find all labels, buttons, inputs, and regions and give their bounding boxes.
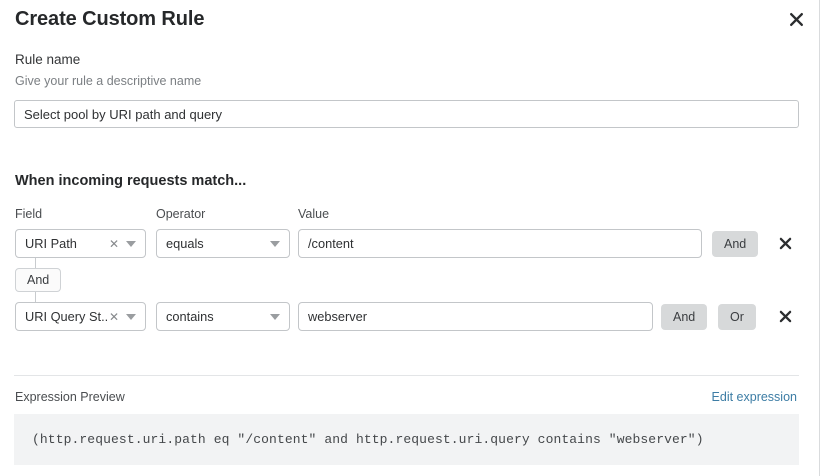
rule-name-label: Rule name [15, 52, 81, 67]
operator-select-1[interactable]: equals [156, 229, 290, 258]
delete-condition-button-1[interactable] [772, 230, 798, 256]
rule-name-input[interactable] [14, 100, 799, 128]
rule-name-help-text: Give your rule a descriptive name [15, 74, 202, 88]
section-divider [14, 375, 799, 376]
operator-select-2[interactable]: contains [156, 302, 290, 331]
close-modal-button[interactable] [783, 6, 809, 32]
connector-and-toggle[interactable]: And [15, 268, 62, 292]
field-select-2-value: URI Query St... [25, 309, 109, 324]
chevron-down-icon [126, 240, 136, 247]
connector-line-bottom [35, 292, 36, 302]
connector-line-top [35, 258, 36, 268]
column-header-field: Field [15, 207, 43, 221]
add-and-condition-button-1[interactable]: And [712, 231, 759, 257]
expression-preview-text: (http.request.uri.path eq "/content" and… [32, 432, 704, 447]
chevron-down-icon [126, 313, 136, 320]
field-select-1[interactable]: URI Path ✕ [15, 229, 146, 258]
edit-expression-link[interactable]: Edit expression [711, 390, 797, 404]
chevron-down-icon [270, 240, 280, 247]
expression-preview-box: (http.request.uri.path eq "/content" and… [14, 414, 799, 465]
chevron-down-icon [270, 313, 280, 320]
clear-icon[interactable]: ✕ [108, 309, 119, 324]
close-icon [779, 237, 791, 249]
value-input-1[interactable] [298, 229, 702, 258]
column-header-value: Value [298, 207, 330, 221]
close-icon [789, 12, 803, 26]
field-select-2[interactable]: URI Query St... ✕ [15, 302, 146, 331]
operator-select-2-value: contains [166, 309, 214, 324]
page-title: Create Custom Rule [15, 8, 205, 30]
clear-icon[interactable]: ✕ [108, 236, 119, 251]
add-or-condition-button-2[interactable]: Or [718, 304, 756, 330]
add-and-condition-button-2[interactable]: And [661, 304, 708, 330]
condition-connector: And [15, 258, 105, 302]
delete-condition-button-2[interactable] [772, 303, 798, 329]
value-input-2[interactable] [298, 302, 653, 331]
field-select-1-value: URI Path [25, 236, 77, 251]
close-icon [779, 310, 791, 322]
match-section-heading: When incoming requests match... [15, 173, 247, 189]
column-header-operator: Operator [156, 207, 206, 221]
expression-preview-label: Expression Preview [15, 390, 125, 404]
operator-select-1-value: equals [166, 236, 204, 251]
